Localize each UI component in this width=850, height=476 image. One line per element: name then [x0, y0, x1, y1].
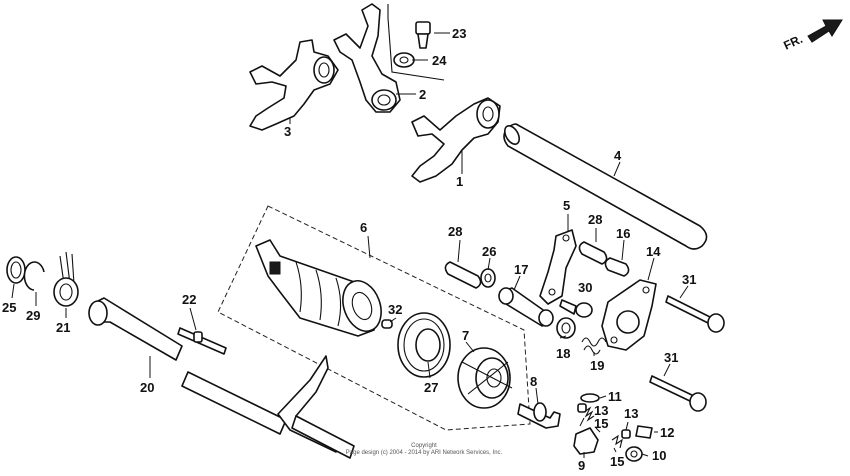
callout-23: 23: [452, 26, 466, 41]
callout-20: 20: [140, 380, 154, 395]
shift-drum-group-outline: [217, 205, 531, 431]
shift-shaft-20[interactable]: [88, 297, 355, 459]
copyright-notice: Copyright Page design (c) 2004 - 2014 by…: [346, 443, 503, 456]
pin-28-left[interactable]: [444, 261, 482, 289]
pin-28-right[interactable]: [578, 241, 608, 265]
callout-13-left: 13: [594, 403, 608, 418]
callout-14: 14: [646, 244, 661, 259]
callout-3: 3: [284, 124, 291, 139]
ring-25[interactable]: [6, 256, 26, 284]
nut-24[interactable]: [393, 52, 415, 68]
pin-22[interactable]: [177, 327, 227, 355]
bolt-31-upper[interactable]: [665, 295, 725, 333]
callout-10: 10: [652, 448, 666, 463]
spring-19[interactable]: [581, 337, 607, 355]
callout-29: 29: [26, 308, 40, 323]
washer-12[interactable]: [635, 425, 653, 439]
callout-4: 4: [614, 148, 622, 163]
callout-31-upper: 31: [682, 272, 696, 287]
bolt-30[interactable]: [559, 299, 593, 318]
callout-6: 6: [360, 220, 367, 235]
spring-15-left[interactable]: [583, 406, 595, 422]
callout-5: 5: [563, 198, 570, 213]
drum-center-7[interactable]: [457, 347, 513, 409]
shift-fork-shaft-4[interactable]: [502, 123, 708, 250]
circlip-29[interactable]: [23, 261, 45, 291]
washer-11[interactable]: [580, 393, 600, 403]
copyright-line-1: Copyright: [411, 443, 437, 449]
callout-11: 11: [608, 389, 622, 404]
callout-2: 2: [419, 87, 426, 102]
callout-22: 22: [182, 292, 196, 307]
callout-28-left: 28: [448, 224, 462, 239]
bolt-31-lower[interactable]: [649, 375, 707, 412]
callout-25: 25: [2, 300, 16, 315]
callout-8: 8: [530, 374, 537, 389]
callout-1: 1: [456, 174, 463, 189]
shift-arm-9[interactable]: [573, 427, 599, 455]
spring-21[interactable]: [53, 251, 79, 307]
leader-lines: [11, 32, 689, 458]
nut-10[interactable]: [625, 446, 643, 462]
callout-19: 19: [590, 358, 604, 373]
stopper-plate-5[interactable]: [539, 229, 577, 305]
callout-21: 21: [56, 320, 70, 335]
collar-16[interactable]: [604, 257, 630, 277]
shift-fork-3[interactable]: [249, 39, 339, 131]
callout-26: 26: [482, 244, 496, 259]
collar-13-left[interactable]: [577, 403, 587, 413]
shift-shaft-8[interactable]: [517, 402, 561, 429]
callout-17: 17: [514, 262, 528, 277]
bolt-23[interactable]: [415, 21, 431, 49]
callout-12: 12: [660, 425, 674, 440]
shift-fork-1[interactable]: [411, 97, 501, 183]
copyright-line-2: Page design (c) 2004 - 2014 by ARI Netwo…: [346, 450, 503, 456]
collar-13-right[interactable]: [621, 429, 631, 439]
bearing-27[interactable]: [397, 312, 451, 378]
collar-26[interactable]: [480, 268, 496, 288]
shift-drum-6[interactable]: [255, 239, 388, 337]
callout-31-lower: 31: [664, 350, 678, 365]
callout-32: 32: [388, 302, 402, 317]
spring-15-right[interactable]: [611, 434, 623, 449]
dowel-pin-32[interactable]: [381, 319, 393, 329]
front-direction-arrow: FR.: [781, 19, 843, 53]
stopper-arm-17[interactable]: [498, 287, 554, 327]
callout-9: 9: [578, 458, 585, 473]
callout-24: 24: [432, 53, 447, 68]
callout-7: 7: [462, 328, 469, 343]
plate-14[interactable]: [601, 279, 657, 351]
callout-30: 30: [578, 280, 592, 295]
callout-15-left: 15: [594, 416, 608, 431]
callout-18: 18: [556, 346, 570, 361]
shift-fork-2[interactable]: [333, 3, 401, 113]
front-direction-label: FR.: [781, 32, 804, 53]
callout-16: 16: [616, 226, 630, 241]
callout-27: 27: [424, 380, 438, 395]
callout-13-right: 13: [624, 406, 638, 421]
callout-labels: 1 2 3 4 5 6 7 8 9 10 11 12 13 13 14 15 1…: [2, 26, 696, 473]
collar-18[interactable]: [556, 317, 576, 339]
callout-28-right: 28: [588, 212, 602, 227]
callout-15-right: 15: [610, 454, 624, 469]
